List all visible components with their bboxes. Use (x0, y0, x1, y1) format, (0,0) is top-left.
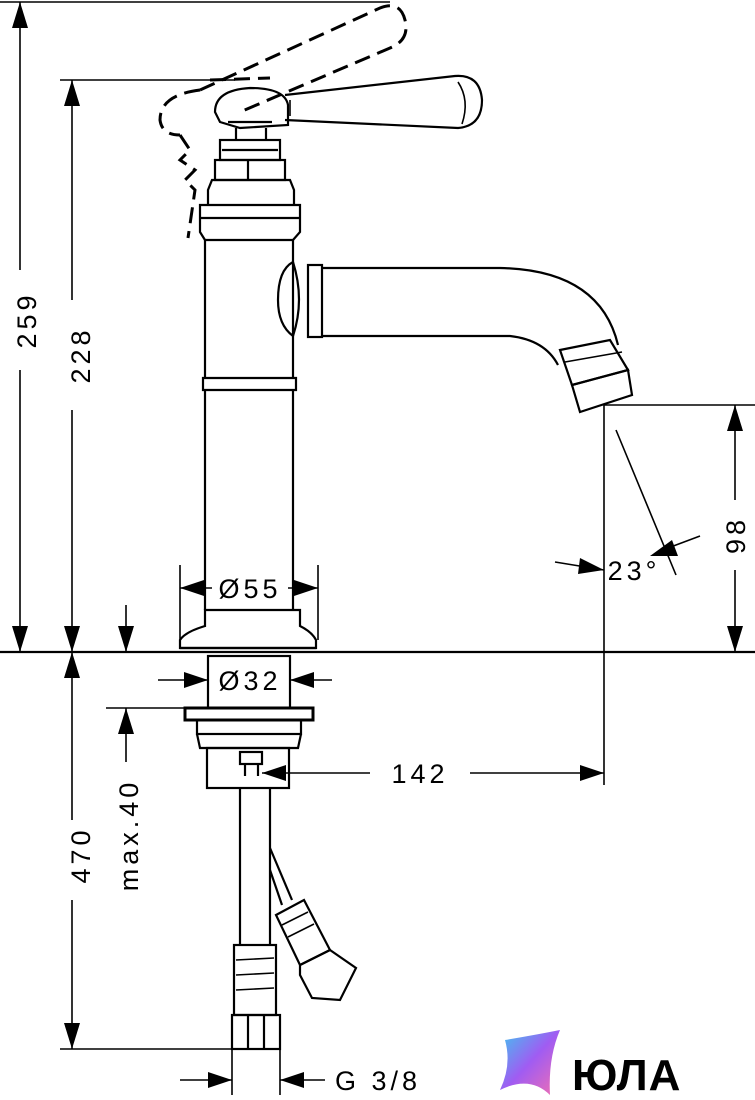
dim-connection-thread-label: G 3/8 (335, 1066, 421, 1096)
dim-connection-thread (180, 1049, 325, 1095)
dim-body-diameter-label: Ø55 (218, 574, 281, 604)
brand-name: ЮЛА (572, 1051, 681, 1100)
brand-logo: ЮЛА (500, 1030, 681, 1100)
dim-spout-angle (554, 429, 701, 576)
dim-below-counter-length (60, 652, 232, 1050)
under-counter-assembly (183, 654, 358, 1051)
dim-max-counter-thickness (106, 707, 185, 762)
spout (276, 261, 634, 414)
dim-spout-outlet-height (604, 404, 755, 652)
dim-below-counter-length-label: 470 (66, 826, 96, 883)
dim-shank-diameter-label: Ø32 (218, 666, 281, 696)
dim-spout-top-height (60, 79, 235, 652)
counter-reference-arrow (118, 605, 134, 652)
dim-body-diameter (179, 565, 319, 640)
dim-spout-outlet-height-label: 98 (721, 516, 751, 554)
dim-spout-reach-label: 142 (391, 759, 448, 789)
dim-total-height (0, 1, 390, 652)
lever-open-position (158, 4, 408, 239)
dim-shank-diameter (158, 672, 332, 688)
dim-spout-angle-label: 23° (608, 556, 661, 586)
faucet-body (178, 74, 484, 650)
dim-total-height-label: 259 (12, 291, 42, 348)
star-sparkle-icon (500, 1030, 560, 1095)
dim-spout-reach (262, 405, 605, 785)
dim-spout-top-height-label: 228 (66, 326, 96, 383)
dim-max-counter-thickness-label: max.40 (114, 779, 144, 892)
